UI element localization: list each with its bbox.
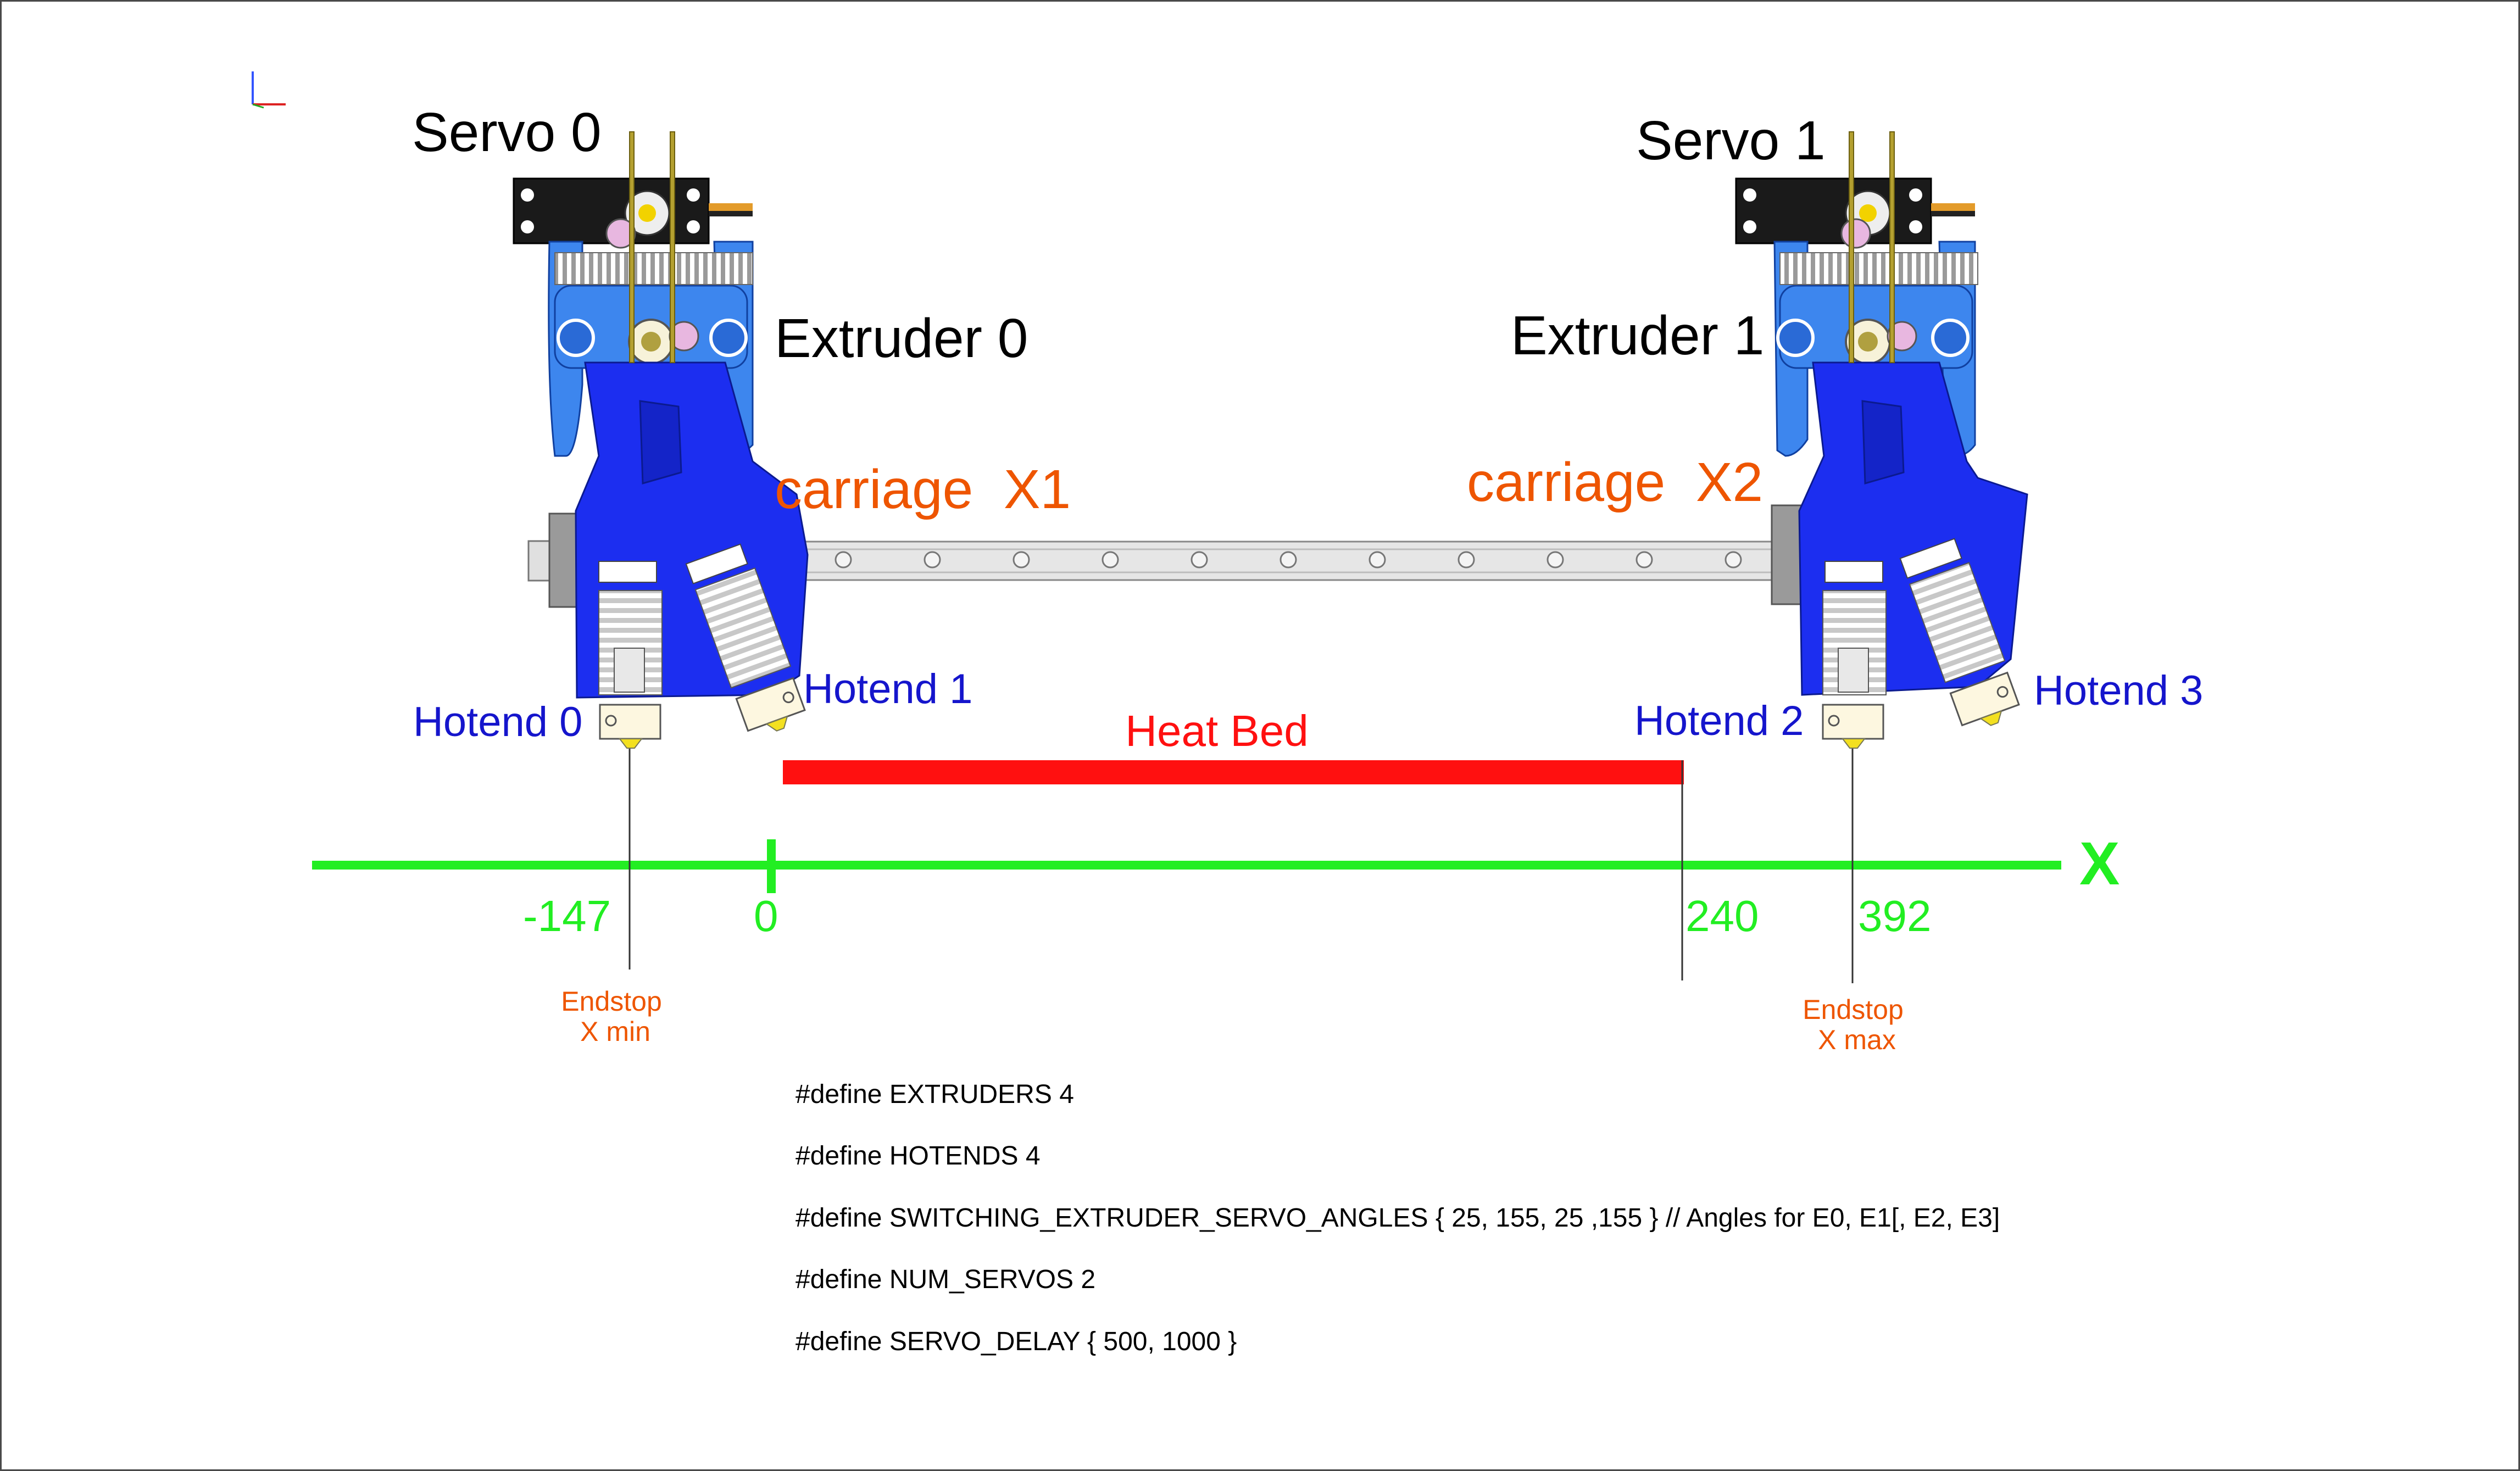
heat-bed-label: Heat Bed — [1125, 706, 1309, 755]
code-line-hotends: #define HOTENDS 4 — [796, 1141, 1041, 1171]
code-line-servo-angles: #define SWITCHING_EXTRUDER_SERVO_ANGLES … — [796, 1203, 2000, 1233]
carriage-x1-label: carriage X1 — [775, 459, 1071, 520]
servo-1-label: Servo 1 — [1636, 110, 1826, 171]
heat-bed-bar — [783, 760, 1684, 784]
carriage-x2-assembly — [1735, 131, 2028, 749]
x-axis-label: X — [2079, 830, 2120, 898]
code-line-num-servos: #define NUM_SERVOS 2 — [796, 1265, 1096, 1294]
x-rail — [757, 541, 1792, 581]
tick-label-240: 240 — [1685, 891, 1759, 940]
extruder-0-label: Extruder 0 — [775, 308, 1028, 369]
endstop-max-label: Endstop X max — [1803, 994, 1911, 1055]
tick-label-0: 0 — [754, 891, 778, 940]
extruder-1-label: Extruder 1 — [1511, 305, 1764, 366]
axis-gizmo-icon — [252, 71, 286, 109]
hotend-0-label: Hotend 0 — [413, 699, 582, 745]
carriage-x1-assembly — [513, 131, 809, 749]
hotend-1-label: Hotend 1 — [803, 666, 972, 712]
hotend-2-label: Hotend 2 — [1634, 698, 1804, 744]
code-line-extruders: #define EXTRUDERS 4 — [796, 1080, 1074, 1109]
servo-0-icon — [513, 177, 753, 249]
endstop-min-label: Endstop X min — [561, 986, 669, 1047]
hotend-3-label: Hotend 3 — [2034, 667, 2203, 714]
tick-label-minus-147: -147 — [523, 891, 611, 940]
x-axis-origin-tick — [767, 839, 776, 893]
code-line-servo-delay: #define SERVO_DELAY { 500, 1000 } — [796, 1327, 1237, 1356]
carriage-x2-label: carriage X2 — [1467, 452, 1763, 513]
tick-label-392: 392 — [1858, 891, 1931, 940]
servo-0-label: Servo 0 — [412, 102, 602, 163]
servo-1-icon — [1735, 177, 1975, 249]
